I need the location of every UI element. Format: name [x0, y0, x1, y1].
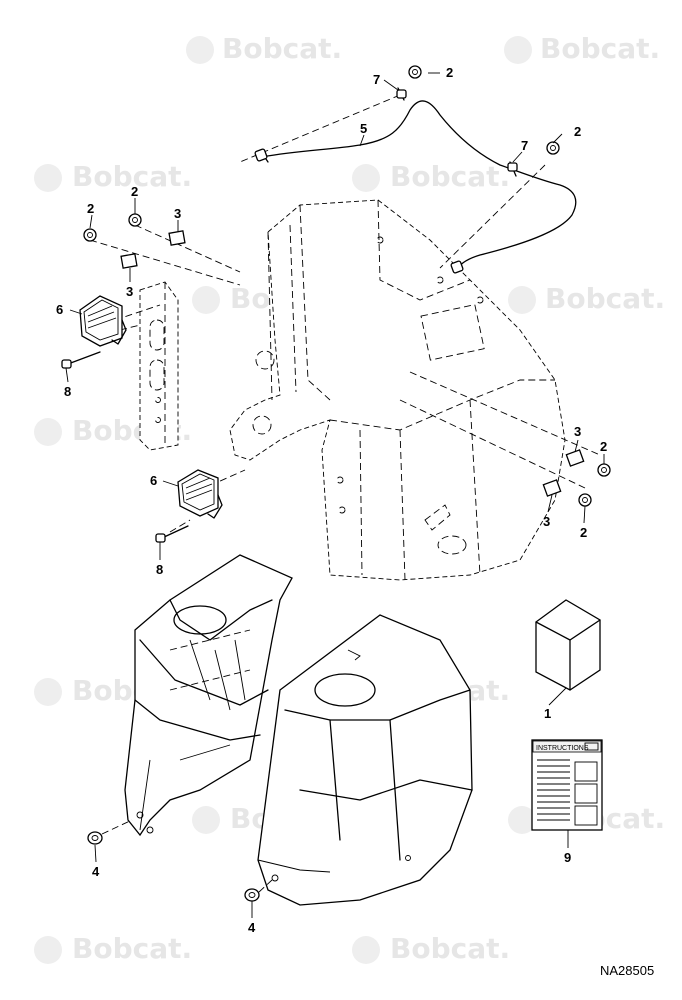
callout-8-lower: 8: [156, 562, 163, 577]
instructions-title: INSTRUCTIONS: [536, 745, 589, 752]
watermark-6: Bobcat.: [508, 282, 665, 315]
bolt-parts: [61, 351, 189, 543]
callout-2-right-b: 2: [580, 525, 587, 540]
callout-2-left-a: 2: [87, 201, 94, 216]
machine-frame: [229, 199, 566, 581]
callout-8-upper: 8: [64, 384, 71, 399]
watermark-4: Bobcat.: [352, 160, 510, 193]
clip-upper-right: [546, 141, 560, 155]
callout-1: 1: [544, 706, 551, 721]
harness-part: [254, 87, 577, 274]
callout-6-upper: 6: [56, 302, 63, 317]
watermark-1: Bobcat.: [186, 32, 342, 65]
callout-4-right: 4: [248, 920, 256, 935]
svg-text:Bobcat.: Bobcat.: [540, 32, 660, 65]
callout-7-top: 7: [373, 72, 380, 87]
callout-labels: 7 2 5 2 7 2 2 3 3 6 8 3 2 3 2 6 8 1 9 4 …: [56, 65, 607, 935]
callout-3-left-a: 3: [174, 206, 181, 221]
left-upright: [139, 281, 179, 451]
grommet-parts: [87, 819, 273, 902]
callout-3-right-b: 3: [543, 514, 550, 529]
watermark-layer: Bobcat. Bobcat. Bobcat. Bobcat. Bobcat. …: [34, 32, 665, 965]
instructions-sheet: INSTRUCTIONS: [531, 739, 603, 831]
svg-text:Bobcat.: Bobcat.: [222, 32, 342, 65]
callout-2-upper-right: 2: [574, 124, 581, 139]
svg-text:Bobcat.: Bobcat.: [72, 932, 192, 965]
watermark-3: Bobcat.: [34, 160, 192, 193]
callout-6-lower: 6: [150, 473, 157, 488]
watermark-14: Bobcat.: [352, 932, 510, 965]
callout-9: 9: [564, 850, 571, 865]
clip-left-1: [83, 228, 97, 242]
watermark-13: Bobcat.: [34, 932, 192, 965]
callout-3-left-b: 3: [126, 284, 133, 299]
clip-left-2: [128, 213, 142, 227]
svg-text:Bobcat.: Bobcat.: [72, 160, 192, 193]
watermark-2: Bobcat.: [504, 32, 660, 65]
left-panel: [124, 554, 293, 837]
clip-parts: [83, 65, 611, 507]
box-part: [535, 599, 601, 691]
clip-right-2: [578, 493, 592, 507]
clip-top: [408, 65, 422, 79]
svg-text:Bobcat.: Bobcat.: [390, 932, 510, 965]
callout-3-right-a: 3: [574, 424, 581, 439]
drawing-code: NA28505: [600, 963, 654, 978]
callout-5: 5: [360, 121, 367, 136]
svg-text:Bobcat.: Bobcat.: [545, 282, 665, 315]
leader-lines: [65, 72, 605, 918]
alignment-lines: [89, 94, 601, 533]
right-panel: [257, 614, 473, 906]
callout-7-right: 7: [521, 138, 528, 153]
svg-text:Bobcat.: Bobcat.: [390, 160, 510, 193]
work-light-lower: [177, 469, 223, 519]
callout-4-left: 4: [92, 864, 100, 879]
callout-2-top: 2: [446, 65, 453, 80]
work-light-upper: [79, 295, 127, 347]
clip-right-1: [597, 463, 611, 477]
callout-2-right-a: 2: [600, 439, 607, 454]
pad-parts: [120, 230, 585, 497]
callout-2-left-b: 2: [131, 184, 138, 199]
